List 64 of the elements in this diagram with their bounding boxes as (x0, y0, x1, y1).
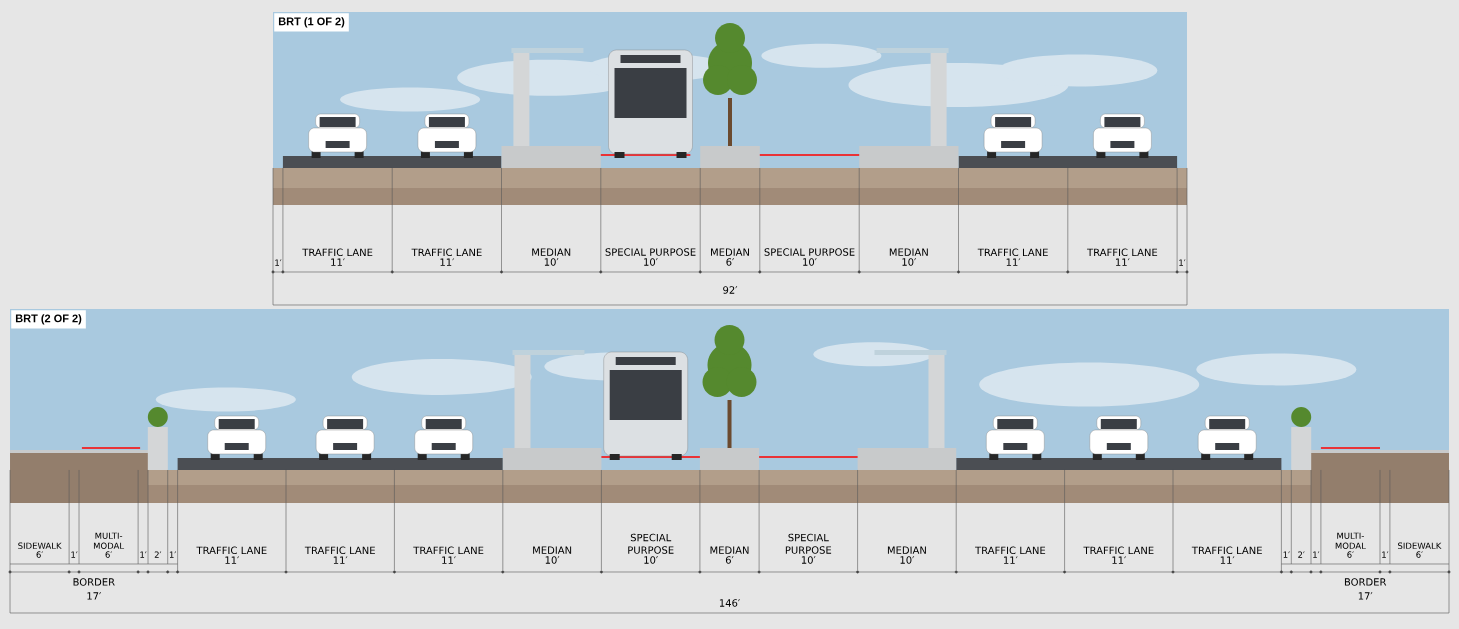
dimension-text: 11′ (1116, 258, 1130, 266)
dimension-text: 10′ (803, 258, 817, 266)
dimension-text: BORDER 17′ (1344, 578, 1387, 600)
segment-name: TRAFFIC LANE (1191, 546, 1262, 555)
segment-name: MULTI-MODAL (93, 532, 125, 549)
dimension-text: 1′ (1283, 551, 1290, 558)
dimension-text: 6′ (36, 551, 44, 558)
segment-name: TRAFFIC LANE (1087, 248, 1158, 257)
dimension-text: 6′ (1416, 551, 1423, 558)
dimension-text: 10′ (900, 556, 915, 564)
title-tag: BRT (2 OF 2) (11, 310, 86, 329)
segment-name: SPECIAL PURPOSE (605, 248, 696, 256)
dimension-text: 1′ (71, 551, 78, 558)
segment-name: MULTI-MODAL (1335, 532, 1366, 549)
dimension-text: 10′ (902, 258, 917, 266)
dimension-text: 1′ (1382, 551, 1389, 558)
segment-name: TRAFFIC LANE (1083, 546, 1154, 555)
segment-name: TRAFFIC LANE (196, 546, 267, 555)
segment-name: TRAFFIC LANE (411, 248, 482, 257)
dimension-text: 146′ (719, 599, 740, 607)
dimension-text: 1′ (1179, 259, 1186, 266)
dimension-text: 11′ (1004, 556, 1018, 564)
segment-name: SIDEWALK (1398, 542, 1442, 549)
dimension-text: 10′ (801, 556, 816, 564)
dimension-text: 6′ (105, 551, 113, 558)
segment-name: MEDIAN (889, 248, 928, 256)
dimension-text: 11′ (331, 258, 345, 266)
segment-name: TRAFFIC LANE (413, 546, 484, 555)
dimension-text: 11′ (333, 556, 348, 564)
dimension-text: 6′ (1347, 551, 1354, 558)
segment-name: SPECIAL PURPOSE (628, 533, 674, 554)
segment-name: TRAFFIC LANE (975, 546, 1046, 555)
dimension-text: 11′ (440, 258, 455, 266)
dimension-text: 11′ (225, 556, 240, 564)
dimension-text: 2′ (1298, 551, 1305, 558)
dimension-text: 11′ (442, 556, 456, 564)
dimension-text: 10′ (545, 556, 560, 564)
dimension-text: 1′ (1313, 551, 1320, 558)
segment-name: MEDIAN (532, 248, 571, 256)
dimension-text: 11′ (1220, 556, 1235, 564)
segment-name: MEDIAN (887, 546, 926, 554)
dimension-text: 6′ (726, 258, 735, 266)
dimension-text: 10′ (544, 258, 559, 266)
dimension-text: 1′ (140, 551, 147, 558)
segment-name: TRAFFIC LANE (302, 248, 373, 257)
segment-name: MEDIAN (711, 248, 749, 256)
segment-name: SIDEWALK (18, 542, 62, 549)
segment-name: MEDIAN (710, 546, 749, 554)
title-tag: BRT (1 OF 2) (274, 13, 349, 32)
dimension-text: 6′ (725, 556, 734, 564)
segment-name: TRAFFIC LANE (977, 248, 1048, 257)
dimension-text: 11′ (1006, 258, 1021, 266)
dimension-text: 11′ (1112, 556, 1127, 564)
dimension-text: 92′ (723, 286, 738, 294)
dimension-text: 10′ (644, 556, 658, 564)
dimension-text: BORDER 17′ (73, 578, 115, 600)
dimension-text: 10′ (644, 258, 658, 266)
dimension-text: 1′ (275, 259, 282, 266)
segment-name: MEDIAN (533, 546, 572, 554)
segment-name: SPECIAL PURPOSE (785, 533, 832, 554)
segment-name: SPECIAL PURPOSE (764, 248, 855, 256)
dimension-text: 2′ (154, 551, 162, 558)
dimension-text: 1′ (169, 551, 177, 558)
segment-name: TRAFFIC LANE (304, 546, 375, 555)
